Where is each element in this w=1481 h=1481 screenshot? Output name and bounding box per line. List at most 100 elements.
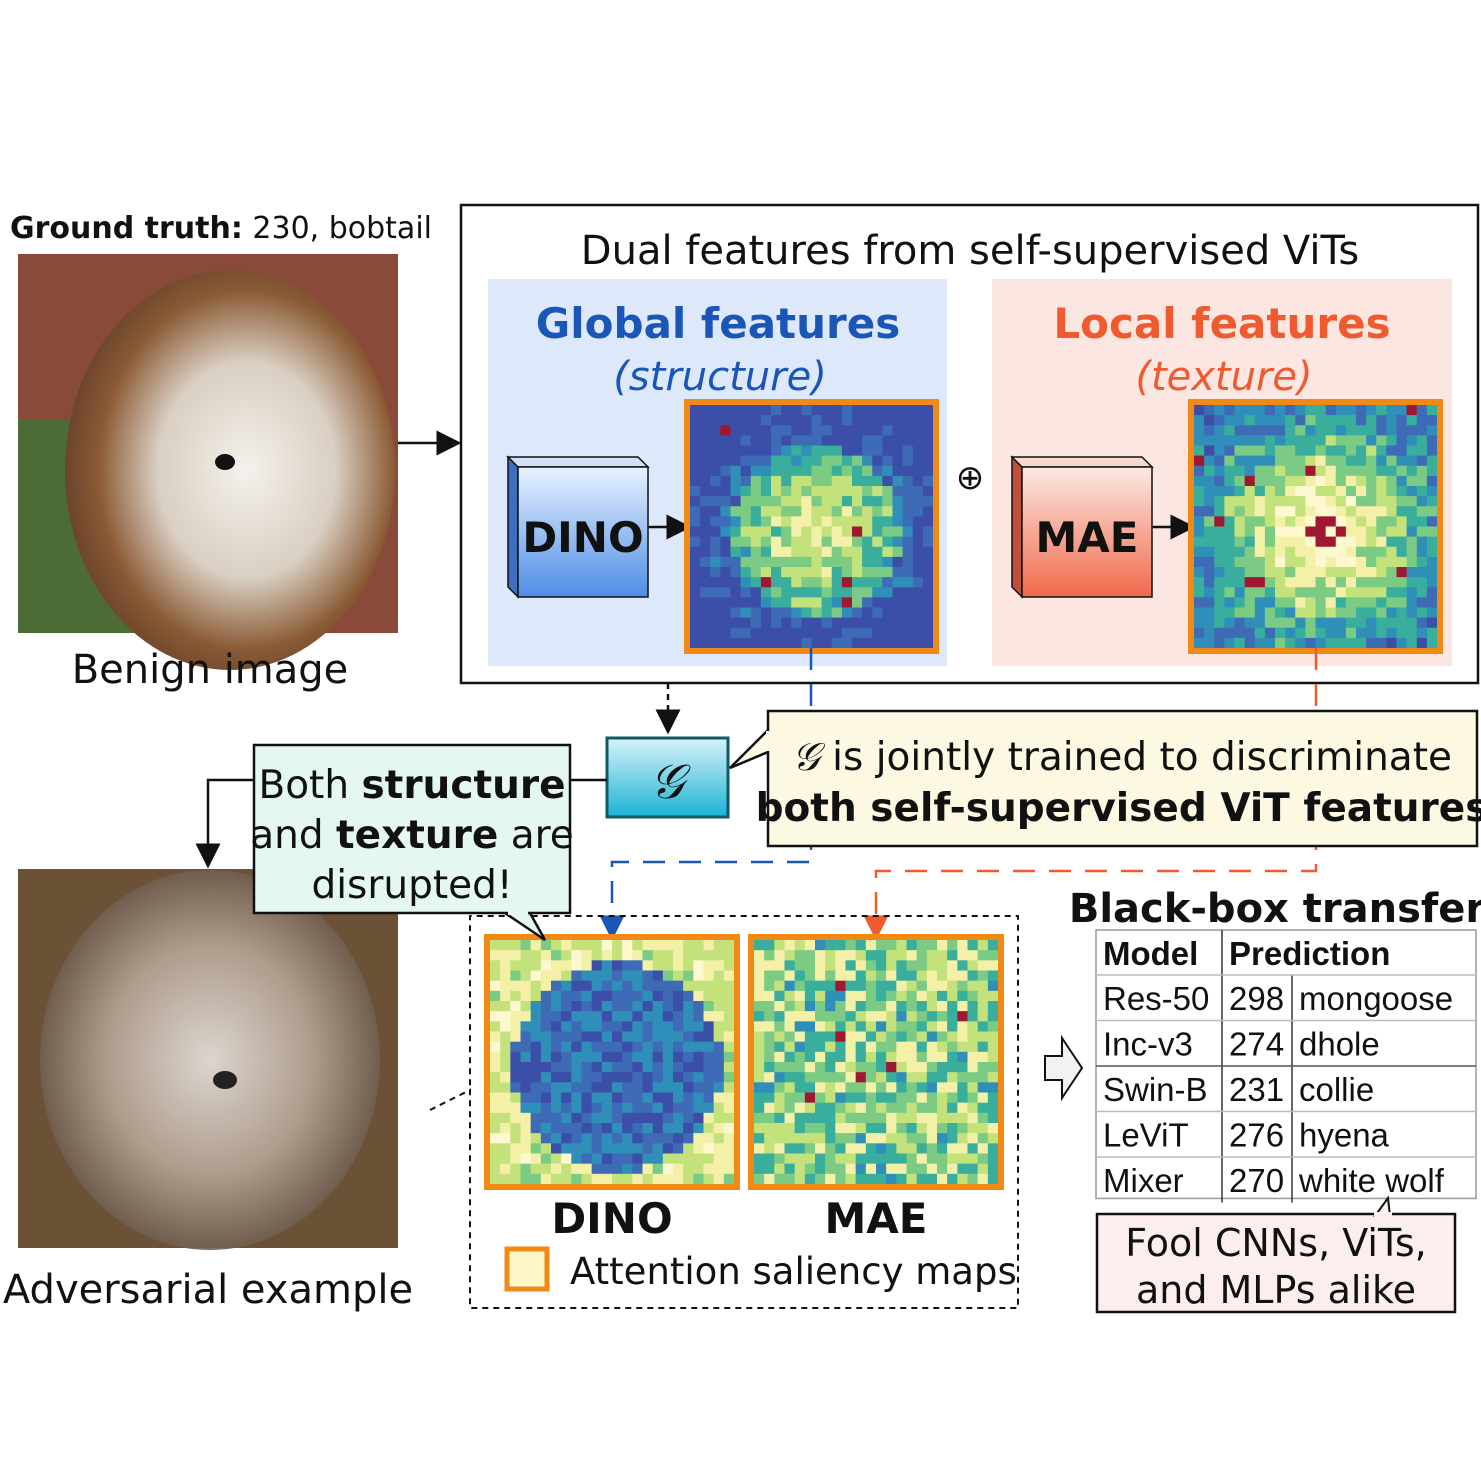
heatmap-cell: [1264, 465, 1276, 477]
heatmap-cell: [1325, 516, 1337, 527]
heatmap-cell: [886, 990, 897, 1002]
heatmap-cell: [831, 526, 843, 538]
heatmap-cell: [922, 415, 934, 426]
heatmap-cell: [926, 1173, 938, 1185]
header-model: Model: [1103, 935, 1198, 972]
heatmap-cell: [902, 627, 914, 639]
heatmap-cell: [673, 1051, 684, 1063]
heatmap-cell: [922, 455, 934, 467]
heatmap-cell: [906, 1133, 918, 1144]
heatmap-cell: [510, 1123, 521, 1134]
heatmap-cell: [977, 1163, 989, 1175]
heatmap-cell: [987, 1011, 999, 1022]
heatmap-cell: [1315, 506, 1327, 517]
heatmap-cell: [1335, 445, 1347, 457]
heatmap-cell: [811, 607, 823, 619]
heatmap-cell: [581, 1082, 593, 1093]
heatmap-cell: [947, 950, 958, 961]
heatmap-cell: [791, 506, 802, 517]
heatmap-cell: [815, 1112, 826, 1124]
heatmap-cell: [561, 1051, 572, 1063]
heatmap-cell: [1325, 536, 1337, 548]
heatmap-cell: [764, 1092, 775, 1104]
heatmap-cell: [723, 1062, 735, 1073]
heatmap-cell: [673, 1173, 684, 1185]
heatmap-cell: [571, 1021, 582, 1032]
heatmap-cell: [1264, 425, 1276, 436]
heatmap-cell: [700, 506, 711, 517]
heatmap-cell: [926, 1133, 938, 1144]
heatmap-cell: [1376, 637, 1387, 649]
heatmap-cell: [1325, 587, 1337, 598]
heatmap-cell: [740, 435, 752, 446]
heatmap-cell: [601, 1153, 613, 1165]
heatmap-cell: [865, 1062, 877, 1073]
heatmap-cell: [926, 1031, 938, 1043]
heatmap-cell: [723, 1173, 735, 1185]
heatmap-cell: [821, 627, 833, 639]
heatmap-cell: [791, 546, 802, 558]
heatmap-cell: [922, 526, 934, 538]
heatmap-cell: [713, 980, 725, 992]
heatmap-cell: [1356, 445, 1367, 457]
heatmap-cell: [1305, 415, 1316, 426]
heatmap-cell: [896, 1102, 907, 1114]
heatmap-cell: [720, 597, 731, 608]
heatmap-cell: [902, 415, 914, 426]
heatmap-cell: [912, 516, 924, 527]
heatmap-cell: [872, 516, 883, 527]
heatmap-cell: [865, 1112, 877, 1124]
heatmap-cell: [1285, 546, 1296, 558]
heatmap-cell: [1295, 435, 1306, 446]
heatmap-cell: [1315, 526, 1327, 538]
heatmap-cell: [652, 1011, 664, 1022]
heatmap-cell: [551, 1153, 562, 1165]
heatmap-cell: [1386, 516, 1397, 527]
heatmap-cell: [815, 1153, 826, 1165]
heatmap-cell: [882, 597, 893, 608]
heatmap-cell: [872, 486, 883, 497]
heatmap-cell: [872, 496, 883, 507]
heatmap-cell: [601, 950, 613, 961]
heatmap-cell: [1426, 455, 1438, 467]
heatmap-cell: [693, 1092, 704, 1104]
heatmap-cell: [652, 1112, 664, 1124]
heatmap-cell: [1275, 627, 1286, 639]
heatmap-cell: [791, 455, 802, 467]
heatmap-cell: [906, 1051, 918, 1063]
heatmap-cell: [1254, 597, 1266, 608]
heatmap-cell: [703, 940, 715, 951]
heatmap-cell: [791, 445, 802, 457]
heatmap-cell: [815, 1092, 826, 1104]
heatmap-cell: [902, 475, 914, 487]
heatmap-cell: [774, 1021, 785, 1032]
heatmap-cell: [967, 1143, 979, 1154]
heatmap-cell: [1356, 627, 1367, 639]
heatmap-cell: [1234, 556, 1246, 568]
heatmap-cell: [1214, 435, 1225, 446]
heatmap-cell: [1325, 526, 1337, 538]
heatmap-cell: [520, 1041, 532, 1053]
heatmap-cell: [937, 1062, 948, 1073]
heatmap-cell: [865, 1153, 877, 1165]
heatmap-cell: [1315, 567, 1327, 578]
heatmap-cell: [723, 960, 735, 971]
heatmap-cell: [967, 1051, 979, 1063]
heatmap-cell: [612, 1173, 623, 1185]
heatmap-cell: [811, 496, 823, 507]
heatmap-cell: [896, 1143, 907, 1154]
heatmap-cell: [673, 960, 684, 971]
heatmap-cell: [876, 1072, 887, 1083]
heatmap-cell: [1285, 496, 1296, 507]
heatmap-cell: [865, 990, 877, 1002]
heatmap-cell: [1224, 526, 1235, 538]
heatmap-cell: [825, 1041, 836, 1053]
heatmap-cell: [825, 1072, 836, 1083]
heatmap-cell: [865, 980, 877, 992]
heatmap-cell: [902, 607, 914, 619]
heatmap-cell: [1244, 567, 1256, 578]
heatmap-cell: [1295, 455, 1306, 467]
heatmap-cell: [1254, 455, 1266, 467]
heatmap-cell: [845, 1143, 857, 1154]
